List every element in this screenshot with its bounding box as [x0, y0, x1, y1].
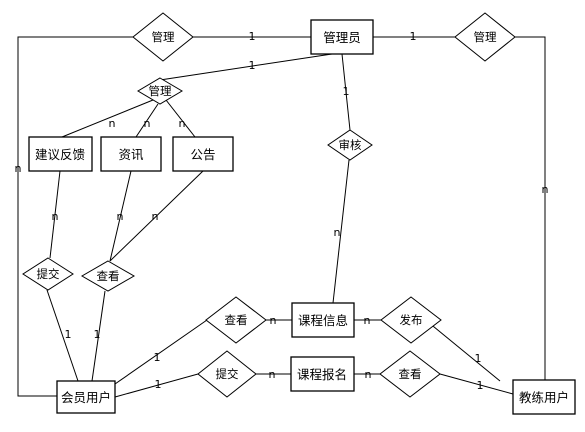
relation-view-notice-label: 查看 — [97, 269, 120, 283]
card-submit-member: 1 — [65, 328, 72, 341]
edge-member-submit-signup — [114, 373, 199, 398]
entity-member: 会员用户 — [56, 380, 116, 414]
edge-manage-content-notice — [165, 99, 196, 138]
edge-notice-view — [109, 170, 204, 262]
entity-news: 资讯 — [100, 136, 162, 172]
relation-review: 审核 — [327, 129, 373, 161]
edge-news-view — [109, 170, 132, 262]
relation-view-course: 查看 — [205, 296, 267, 344]
card-admin-manage-content: 1 — [249, 59, 256, 72]
card-view-member: 1 — [94, 328, 101, 341]
relation-view-signup-label: 查看 — [399, 367, 422, 381]
card-manage-member-member: n — [15, 162, 22, 175]
edge-publish-coach — [427, 321, 501, 382]
card-view-coach: 1 — [477, 379, 484, 392]
relation-submit-signup: 提交 — [197, 350, 257, 398]
card-admin-review: 1 — [343, 85, 350, 98]
card-notice-view: n — [152, 210, 159, 223]
entity-coach: 教练用户 — [512, 379, 576, 415]
relation-manage-member: 管理 — [132, 12, 194, 62]
edge-view-coach — [439, 373, 514, 395]
entity-feedback: 建议反馈 — [28, 136, 93, 172]
card-course-info-publish: n — [364, 314, 371, 327]
edge-submit-member — [46, 289, 79, 382]
entity-course-info-label: 课程信息 — [298, 313, 348, 328]
edge-member-view-course — [114, 319, 208, 385]
card-manage-content-notice: n — [179, 117, 186, 130]
cardinality-labels: 1 n 1 n 1 n n n 1 n n 1 n n 1 1 n 1 n n … — [15, 30, 549, 392]
relation-view-notice: 查看 — [80, 260, 136, 292]
entity-notice: 公告 — [172, 136, 234, 172]
relation-view-course-label: 查看 — [225, 313, 248, 327]
card-manage-content-news: n — [144, 117, 151, 130]
card-course-signup-view: n — [365, 368, 372, 381]
relation-publish-label: 发布 — [400, 313, 423, 327]
edge-manage-member-member — [17, 36, 133, 397]
card-view-course-course-info: n — [270, 314, 277, 327]
relation-manage-coach-label: 管理 — [474, 30, 497, 44]
relation-manage-content-label: 管理 — [149, 84, 172, 98]
entity-news-label: 资讯 — [118, 147, 144, 162]
entity-course-signup: 课程报名 — [290, 356, 355, 392]
relation-manage-content: 管理 — [137, 77, 183, 105]
edge-view-member — [91, 290, 106, 382]
entity-admin-label: 管理员 — [323, 30, 361, 45]
connections — [17, 36, 546, 398]
edge-admin-review — [341, 53, 351, 131]
edge-admin-manage-content — [159, 53, 333, 81]
card-admin-manage-coach: 1 — [410, 30, 417, 43]
card-review-course-info: n — [334, 226, 341, 239]
relation-review-label: 审核 — [339, 138, 362, 152]
card-manage-content-feedback: n — [109, 117, 116, 130]
entity-feedback-label: 建议反馈 — [35, 147, 85, 162]
card-submit-signup-course-signup: n — [269, 368, 276, 381]
relation-submit-signup-label: 提交 — [216, 367, 239, 381]
relation-submit-feedback-label: 提交 — [37, 267, 60, 281]
entity-coach-label: 教练用户 — [519, 390, 569, 405]
entity-course-signup-label: 课程报名 — [297, 367, 347, 382]
relation-publish: 发布 — [380, 296, 442, 344]
edge-manage-content-feedback — [61, 99, 154, 138]
card-manage-coach-coach: n — [542, 183, 549, 196]
card-feedback-submit: n — [52, 210, 59, 223]
edge-manage-coach-coach — [515, 36, 546, 380]
card-publish-coach: 1 — [475, 352, 482, 365]
entity-notice-label: 公告 — [190, 147, 215, 162]
entity-member-label: 会员用户 — [61, 390, 111, 405]
entity-admin: 管理员 — [310, 19, 374, 55]
card-member-view-course: 1 — [154, 351, 161, 364]
relation-manage-member-label: 管理 — [152, 30, 175, 44]
card-news-view: n — [117, 210, 124, 223]
edge-feedback-submit — [49, 170, 61, 259]
relation-submit-feedback: 提交 — [22, 257, 74, 291]
edge-review-course-info — [332, 159, 350, 304]
entity-course-info: 课程信息 — [291, 302, 355, 338]
relation-manage-coach: 管理 — [454, 12, 516, 62]
relation-view-signup: 查看 — [379, 350, 441, 398]
card-admin-manage-member: 1 — [249, 30, 256, 43]
edge-manage-content-news — [135, 103, 159, 138]
card-member-submit-signup: 1 — [155, 378, 162, 391]
